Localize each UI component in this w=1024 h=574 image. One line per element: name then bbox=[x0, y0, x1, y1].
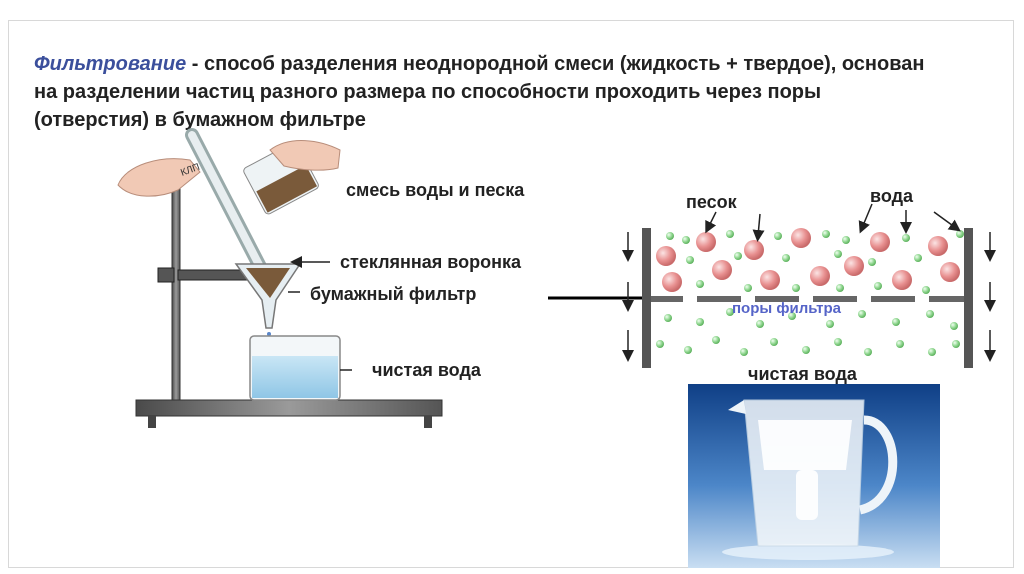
hand-left bbox=[118, 159, 200, 196]
label-filter-pores: поры фильтра bbox=[732, 300, 841, 317]
label-paper-filter: бумажный фильтр bbox=[310, 284, 476, 305]
label-sand: песок bbox=[686, 192, 737, 213]
scheme-wall-left bbox=[642, 228, 651, 368]
label-clean-water-apparatus: чистая вода bbox=[372, 360, 481, 381]
stand-rod bbox=[172, 188, 180, 400]
scheme-wall-right bbox=[964, 228, 973, 368]
filtration-scheme bbox=[628, 204, 990, 368]
label-funnel: стеклянная воронка bbox=[340, 252, 521, 273]
label-mixture: смесь воды и песка bbox=[346, 180, 524, 201]
water-pitcher-photo bbox=[688, 384, 940, 568]
beaker-water bbox=[252, 356, 338, 398]
filtration-apparatus: КЛП bbox=[118, 135, 442, 428]
stand-base bbox=[136, 400, 442, 416]
label-arrows bbox=[708, 204, 956, 236]
label-clean-water-scheme: чистая вода bbox=[748, 364, 857, 385]
label-water: вода bbox=[870, 186, 913, 207]
